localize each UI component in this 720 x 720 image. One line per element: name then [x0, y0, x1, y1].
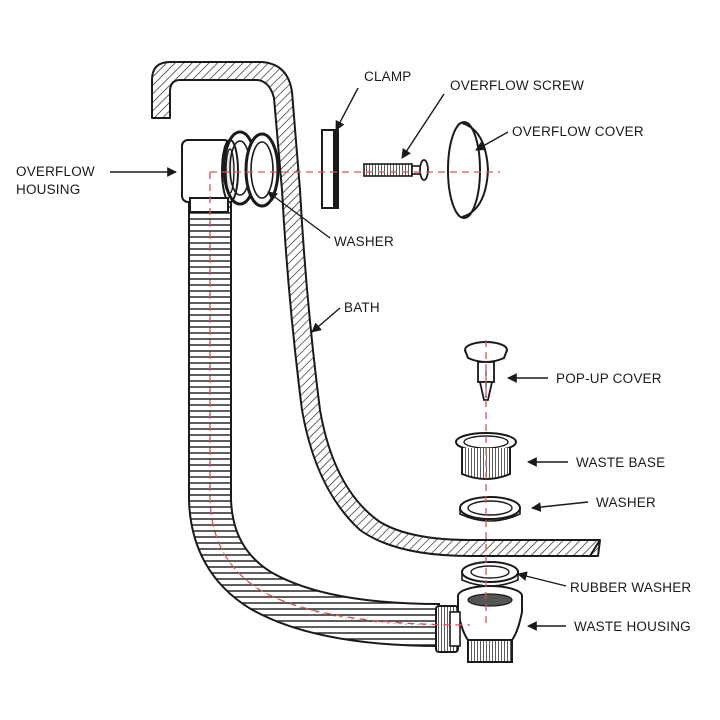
bath-wall [151, 61, 601, 557]
label-popup-cover: POP-UP COVER [556, 371, 662, 386]
label-overflow-housing-2: HOUSING [16, 182, 80, 197]
overflow-cover [447, 121, 490, 219]
label-clamp: CLAMP [364, 69, 412, 84]
centerlines [209, 171, 500, 626]
leader-arrows [110, 87, 589, 631]
label-rubber-washer: RUBBER WASHER [570, 580, 691, 595]
waste-washer [459, 496, 521, 522]
waste-housing [435, 585, 523, 663]
clamp [321, 129, 339, 209]
label-overflow-cover: OVERFLOW COVER [512, 124, 644, 139]
label-waste-base: WASTE BASE [576, 455, 665, 470]
label-overflow-housing-1: OVERFLOW [16, 164, 95, 179]
label-overflow-screw: OVERFLOW SCREW [450, 78, 584, 93]
label-washer-bottom: WASHER [596, 495, 656, 510]
label-washer-top: WASHER [334, 234, 394, 249]
overflow-washer [222, 130, 280, 208]
overflow-screw [363, 159, 429, 181]
corrugated-hose [188, 200, 441, 647]
label-bath: BATH [344, 300, 380, 315]
labels: CLAMP OVERFLOW SCREW OVERFLOW COVER OVER… [16, 69, 691, 634]
rubber-washer [461, 561, 519, 587]
label-waste-housing: WASTE HOUSING [574, 619, 691, 634]
